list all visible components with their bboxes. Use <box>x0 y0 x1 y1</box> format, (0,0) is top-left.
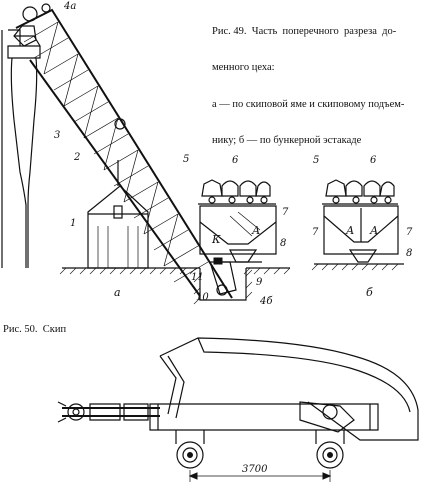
label-K: К <box>211 233 221 246</box>
bunker-trestle-b <box>311 179 404 271</box>
label-4b: 4б <box>259 296 273 307</box>
caption-fig49-line-4: нику; б — по бункерной эстакаде <box>212 134 362 146</box>
label-8: 8 <box>280 238 286 249</box>
label-A: А <box>251 224 260 237</box>
label-b-A1: А <box>345 224 354 237</box>
label-b-6: 6 <box>370 155 377 166</box>
sublabel-a: а <box>114 286 121 299</box>
label-b-7-right: 7 <box>406 227 413 238</box>
caption-fig50: Рис. 50. Скип <box>3 324 67 335</box>
label-b-5: 5 <box>313 155 319 166</box>
label-9: 9 <box>256 277 263 288</box>
label-11: 11 <box>191 272 204 283</box>
caption-fig49-line-1: Рис. 49. Часть поперечного разреза до- <box>212 26 397 38</box>
inclined-skip-bridge <box>13 3 233 299</box>
label-5: 5 <box>183 154 189 165</box>
label-6: 6 <box>232 155 239 166</box>
hoist-house <box>87 160 149 269</box>
caption-fig49-line-2: менного цеха: <box>212 62 275 74</box>
label-2: 2 <box>73 152 80 163</box>
bunker-trestle-a <box>193 179 291 305</box>
label-b-7-left: 7 <box>312 227 319 238</box>
ground-line-a <box>59 267 200 275</box>
label-10: 10 <box>196 292 209 303</box>
caption-fig49: Рис. 49. Часть поперечного разреза до- м… <box>212 2 444 171</box>
label-3: 3 <box>54 130 60 141</box>
label-4a: 4а <box>63 1 76 12</box>
label-1: 1 <box>70 218 76 229</box>
label-7: 7 <box>282 207 289 218</box>
caption-fig49-line-3: а — по скиповой яме и скиповому подъем- <box>212 98 405 110</box>
label-b-A2: А <box>369 224 378 237</box>
dimension-label: 3700 <box>242 464 268 475</box>
label-b-8: 8 <box>406 248 412 259</box>
skip-car <box>57 337 419 482</box>
sublabel-b: б <box>366 286 373 299</box>
